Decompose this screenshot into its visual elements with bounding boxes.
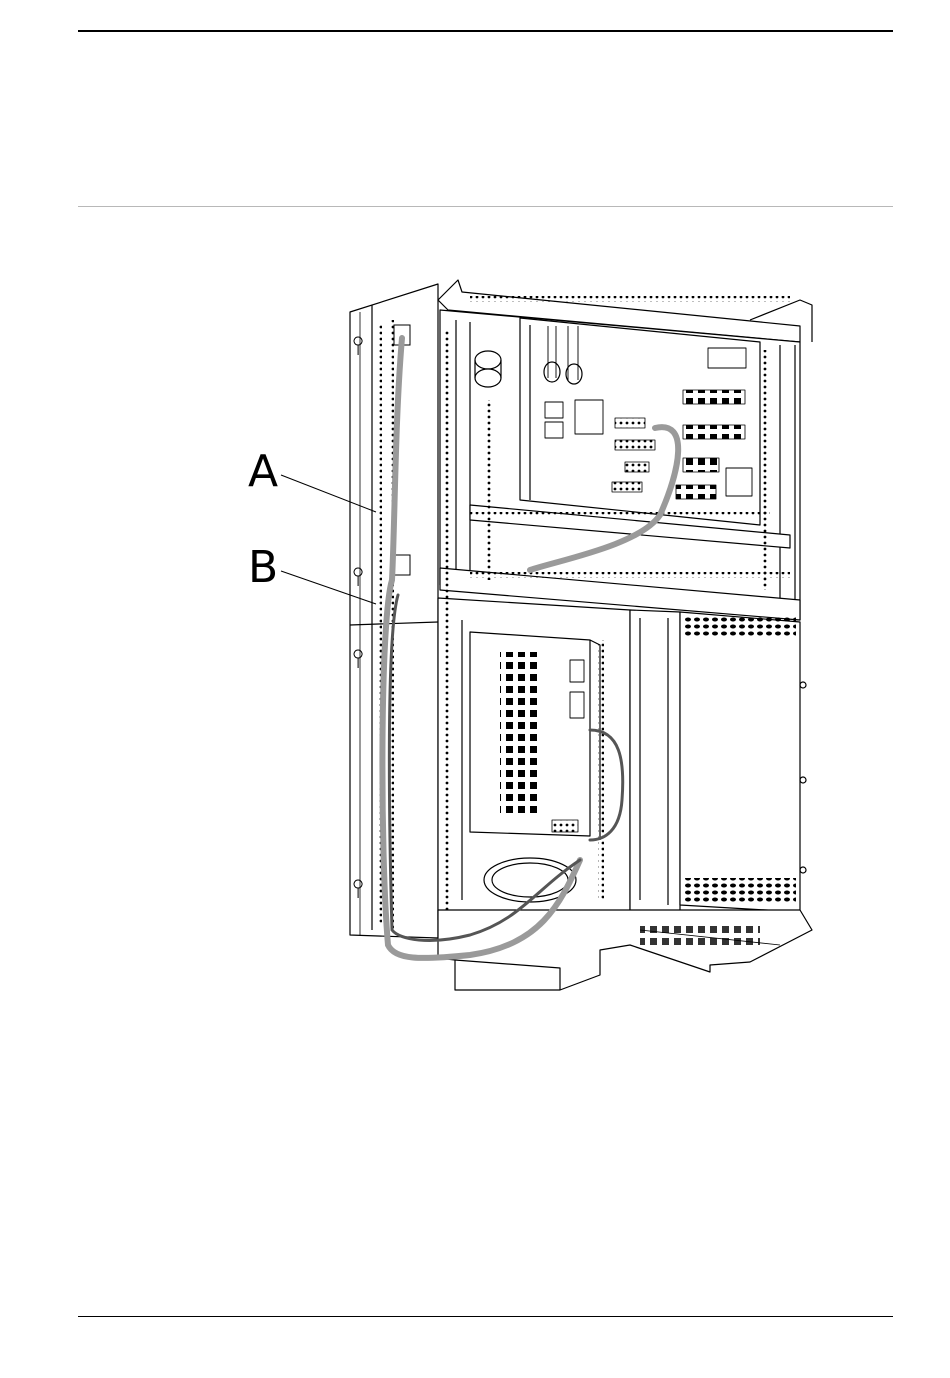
header-rule <box>78 30 893 32</box>
section-divider <box>78 206 893 207</box>
cabinet-illustration <box>240 268 820 998</box>
footer-rule <box>78 1316 893 1317</box>
vented-cover <box>680 612 800 912</box>
